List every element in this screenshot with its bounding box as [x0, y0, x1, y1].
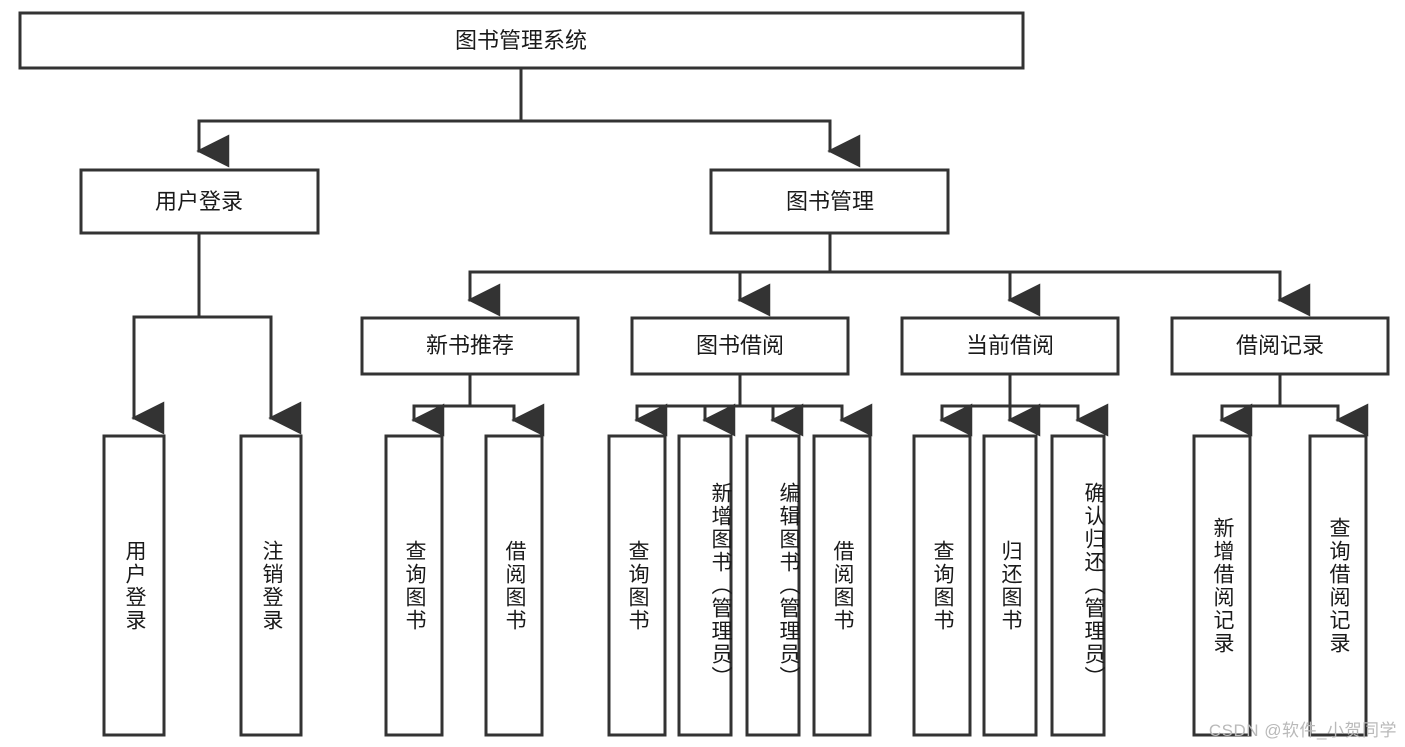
leaf-box-current-2[interactable]: [982, 434, 1038, 737]
node-book-mgmt-label: 图书管理: [786, 189, 874, 214]
node-borrow-label: 图书借阅: [696, 333, 784, 358]
leaf-box-borrow-3[interactable]: [745, 434, 801, 737]
leaf-box-borrow-2[interactable]: [677, 434, 733, 737]
leaf-box-current-1[interactable]: [912, 434, 972, 737]
node-borrow-record-box[interactable]: [1170, 316, 1390, 376]
csdn-watermark: CSDN @软件_小贺同学: [1208, 721, 1397, 740]
leaf-box-current-3[interactable]: [1050, 434, 1106, 737]
node-book-mgmt-box[interactable]: [709, 168, 950, 235]
leaf-box-borrow-1[interactable]: [607, 434, 667, 737]
node-root-box[interactable]: [18, 11, 1025, 70]
node-new-book-label: 新书推荐: [426, 333, 514, 358]
leaf-box-user-login-1[interactable]: [102, 434, 166, 737]
node-borrow-box[interactable]: [630, 316, 850, 376]
leaf-box-borrow-4[interactable]: [812, 434, 872, 737]
leaf-box-record-2[interactable]: [1308, 434, 1368, 737]
leaf-box-new-book-2[interactable]: [484, 434, 544, 737]
node-current-borrow-box[interactable]: [900, 316, 1120, 376]
leaf-box-new-book-1[interactable]: [384, 434, 444, 737]
node-root-label: 图书管理系统: [455, 28, 587, 53]
node-current-borrow-label: 当前借阅: [966, 333, 1054, 358]
node-user-login-label: 用户登录: [155, 189, 243, 214]
node-new-book-box[interactable]: [360, 316, 580, 376]
node-borrow-record-label: 借阅记录: [1236, 333, 1324, 358]
leaf-box-record-1[interactable]: [1192, 434, 1252, 737]
leaf-box-user-login-2[interactable]: [239, 434, 303, 737]
